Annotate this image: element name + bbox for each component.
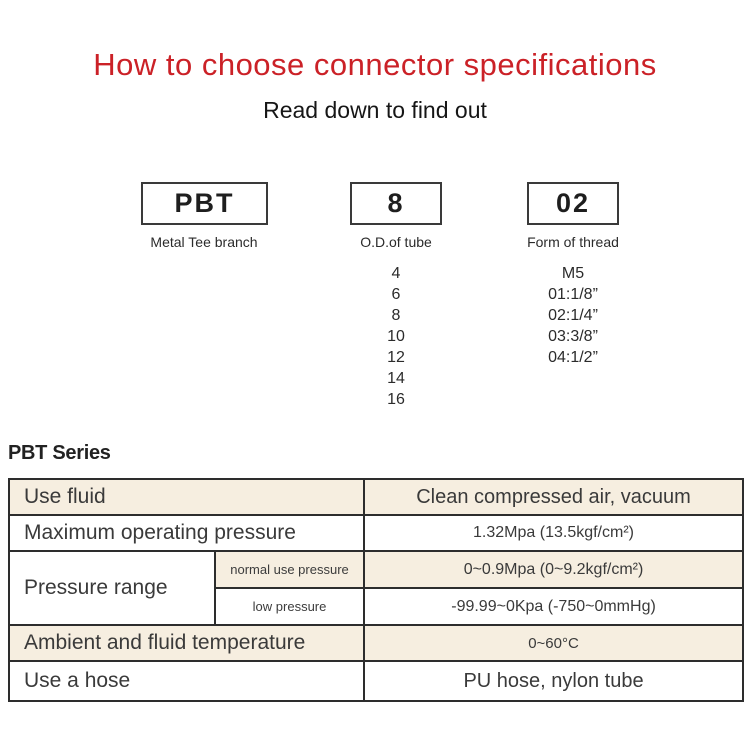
sub-row-label: low pressure	[213, 587, 366, 626]
code-box-thread: 02	[527, 182, 619, 225]
thread-form-option: 02:1/4”	[548, 307, 598, 324]
sub-row-value: 0~0.9Mpa (0~9.2kgf/cm²)	[363, 550, 745, 589]
code-box-series: PBT	[141, 182, 268, 225]
row-value: 1.32Mpa (13.5kgf/cm²)	[363, 514, 745, 552]
table-row-pressure-range-normal: Pressure range normal use pressure 0~0.9…	[8, 550, 745, 626]
tube-od-option: 14	[387, 370, 405, 387]
table-row-pressure-range-low: low pressure -99.99~0Kpa (-750~0mmHg)	[9, 587, 745, 626]
tube-od-option: 12	[387, 349, 405, 366]
page-title: How to choose connector specifications	[93, 47, 657, 82]
row-value: Clean compressed air, vacuum	[363, 478, 745, 516]
page-subtitle: Read down to find out	[263, 97, 487, 123]
code-label-series: Metal Tee branch	[150, 234, 258, 250]
code-label-tube-od: O.D.of tube	[360, 234, 432, 250]
tube-od-option: 6	[391, 286, 401, 303]
tube-od-option: 16	[387, 391, 405, 408]
row-label: Ambient and fluid temperature	[7, 624, 366, 662]
tube-od-option: 4	[391, 265, 401, 282]
row-label: Maximum operating pressure	[7, 514, 366, 552]
sub-row-value: -99.99~0Kpa (-750~0mmHg)	[363, 587, 745, 626]
sub-row-label: normal use pressure	[213, 550, 366, 589]
table-row-hose: Use a hose PU hose, nylon tube	[7, 660, 745, 702]
table-row-temperature: Ambient and fluid temperature 0~60°C	[7, 624, 745, 662]
row-value: 0~60°C	[363, 624, 745, 662]
series-heading: PBT Series	[8, 442, 111, 464]
row-value: PU hose, nylon tube	[363, 660, 745, 702]
thread-form-option: 01:1/8”	[548, 286, 598, 303]
row-label: Pressure range	[8, 550, 216, 626]
table-row-use-fluid: Use fluid Clean compressed air, vacuum	[7, 478, 745, 516]
tube-od-option: 10	[387, 328, 405, 345]
code-box-tube-od: 8	[350, 182, 442, 225]
row-label: Use a hose	[7, 660, 366, 702]
row-label: Use fluid	[7, 478, 366, 516]
spec-table: Use fluid Clean compressed air, vacuum M…	[7, 478, 745, 702]
thread-form-options: M5 01:1/8” 02:1/4” 03:3/8” 04:1/2”	[503, 263, 643, 368]
thread-form-option: M5	[561, 265, 585, 282]
thread-form-option: 03:3/8”	[548, 328, 598, 345]
tube-od-option: 8	[391, 307, 401, 324]
tube-od-options: 4 6 8 10 12 14 16	[346, 263, 446, 410]
code-label-thread: Form of thread	[527, 234, 619, 250]
table-row-max-pressure: Maximum operating pressure 1.32Mpa (13.5…	[7, 514, 745, 552]
thread-form-option: 04:1/2”	[548, 349, 598, 366]
